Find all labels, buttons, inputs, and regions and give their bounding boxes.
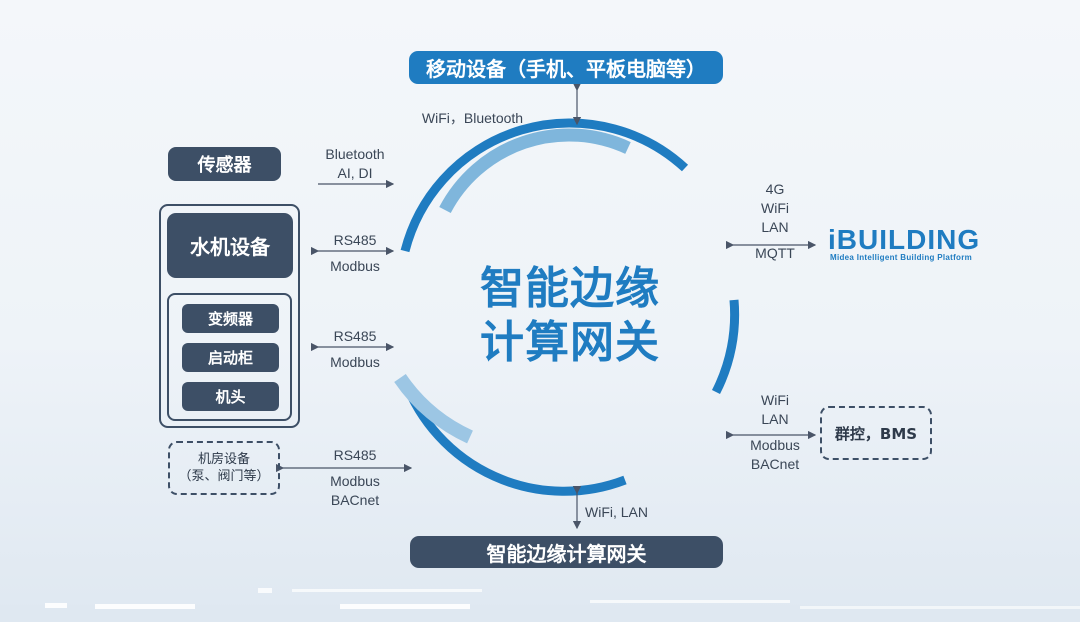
link-label-engine-room: RS485 Modbus BACnet: [310, 446, 400, 510]
engine-room-label-2: （泵、阀门等）: [178, 469, 270, 484]
link-label-chiller-2: Modbus: [330, 258, 380, 274]
link-label-chiller-1: RS485: [333, 232, 377, 248]
link-label-chiller: RS485 Modbus: [310, 231, 400, 276]
link-label-engine-room-3: BACnet: [330, 492, 380, 508]
link-label-sensor-2: AI, DI: [337, 165, 373, 181]
center-title-line-1: 智能边缘: [480, 263, 660, 314]
link-label-bms-2: LAN: [761, 411, 789, 427]
ring-arc-right: [711, 299, 740, 395]
link-label-bms-4: BACnet: [750, 456, 800, 472]
compressor-label: 机头: [215, 388, 246, 406]
ring-arc-bottom: [400, 379, 627, 496]
link-label-cloud: 4G WiFi LAN MQTT: [735, 180, 815, 263]
link-label-vfd-1: RS485: [333, 328, 377, 344]
link-label-gateway: WiFi, LAN: [585, 504, 648, 520]
chiller-label: 水机设备: [190, 235, 270, 259]
link-label-cloud-1: 4G: [765, 181, 785, 197]
link-label-vfd-2: Modbus: [330, 354, 380, 370]
sensor-node: 传感器: [168, 147, 281, 181]
center-title-line-2: 计算网关: [480, 317, 660, 368]
gateway-node-label: 智能边缘计算网关: [486, 541, 647, 566]
chiller-node: 水机设备: [167, 213, 293, 278]
compressor-node: 机头: [182, 382, 279, 411]
link-label-bms: WiFi LAN Modbus BACnet: [735, 391, 815, 474]
starter-label: 启动柜: [207, 349, 253, 367]
link-label-cloud-3: LAN: [761, 219, 789, 235]
link-label-bms-3: Modbus: [750, 437, 800, 453]
sensor-label: 传感器: [197, 155, 252, 176]
engine-room-node: 机房设备 （泵、阀门等）: [168, 441, 280, 495]
engine-room-label-1: 机房设备: [197, 452, 250, 467]
link-label-bms-1: WiFi: [761, 392, 789, 408]
vfd-node: 变频器: [182, 304, 279, 333]
chiller-components-frame: [167, 293, 292, 421]
gateway-node: 智能边缘计算网关: [410, 536, 723, 568]
ring-arc-top-accent: [439, 128, 631, 214]
vfd-label: 变频器: [207, 310, 253, 328]
chiller-group-frame: [159, 204, 300, 428]
mobile-devices-node: 移动设备（手机、平板电脑等）: [409, 51, 723, 84]
link-label-cloud-4: MQTT: [755, 245, 795, 261]
link-label-sensor: Bluetooth AI, DI: [310, 145, 400, 183]
group-control-label: 群控，BMS: [834, 424, 918, 443]
link-label-cloud-2: WiFi: [761, 200, 789, 216]
ibuilding-logo: iBUILDING: [828, 224, 981, 255]
group-control-node: 群控，BMS: [820, 406, 932, 460]
link-label-vfd: RS485 Modbus: [310, 327, 400, 372]
center-title: 智能边缘 计算网关: [450, 262, 690, 370]
ring-arc-bottom-accent: [394, 373, 474, 444]
link-label-sensor-1: Bluetooth: [325, 146, 385, 162]
ring-arc-top: [400, 118, 689, 253]
mobile-devices-label: 移动设备（手机、平板电脑等）: [426, 57, 706, 81]
link-label-mobile: WiFi，Bluetooth: [421, 110, 524, 126]
link-label-engine-room-1: RS485: [333, 447, 377, 463]
starter-node: 启动柜: [182, 343, 279, 372]
link-label-engine-room-2: Modbus: [330, 473, 380, 489]
ibuilding-logo-subtitle: Midea Intelligent Building Platform: [830, 253, 973, 262]
